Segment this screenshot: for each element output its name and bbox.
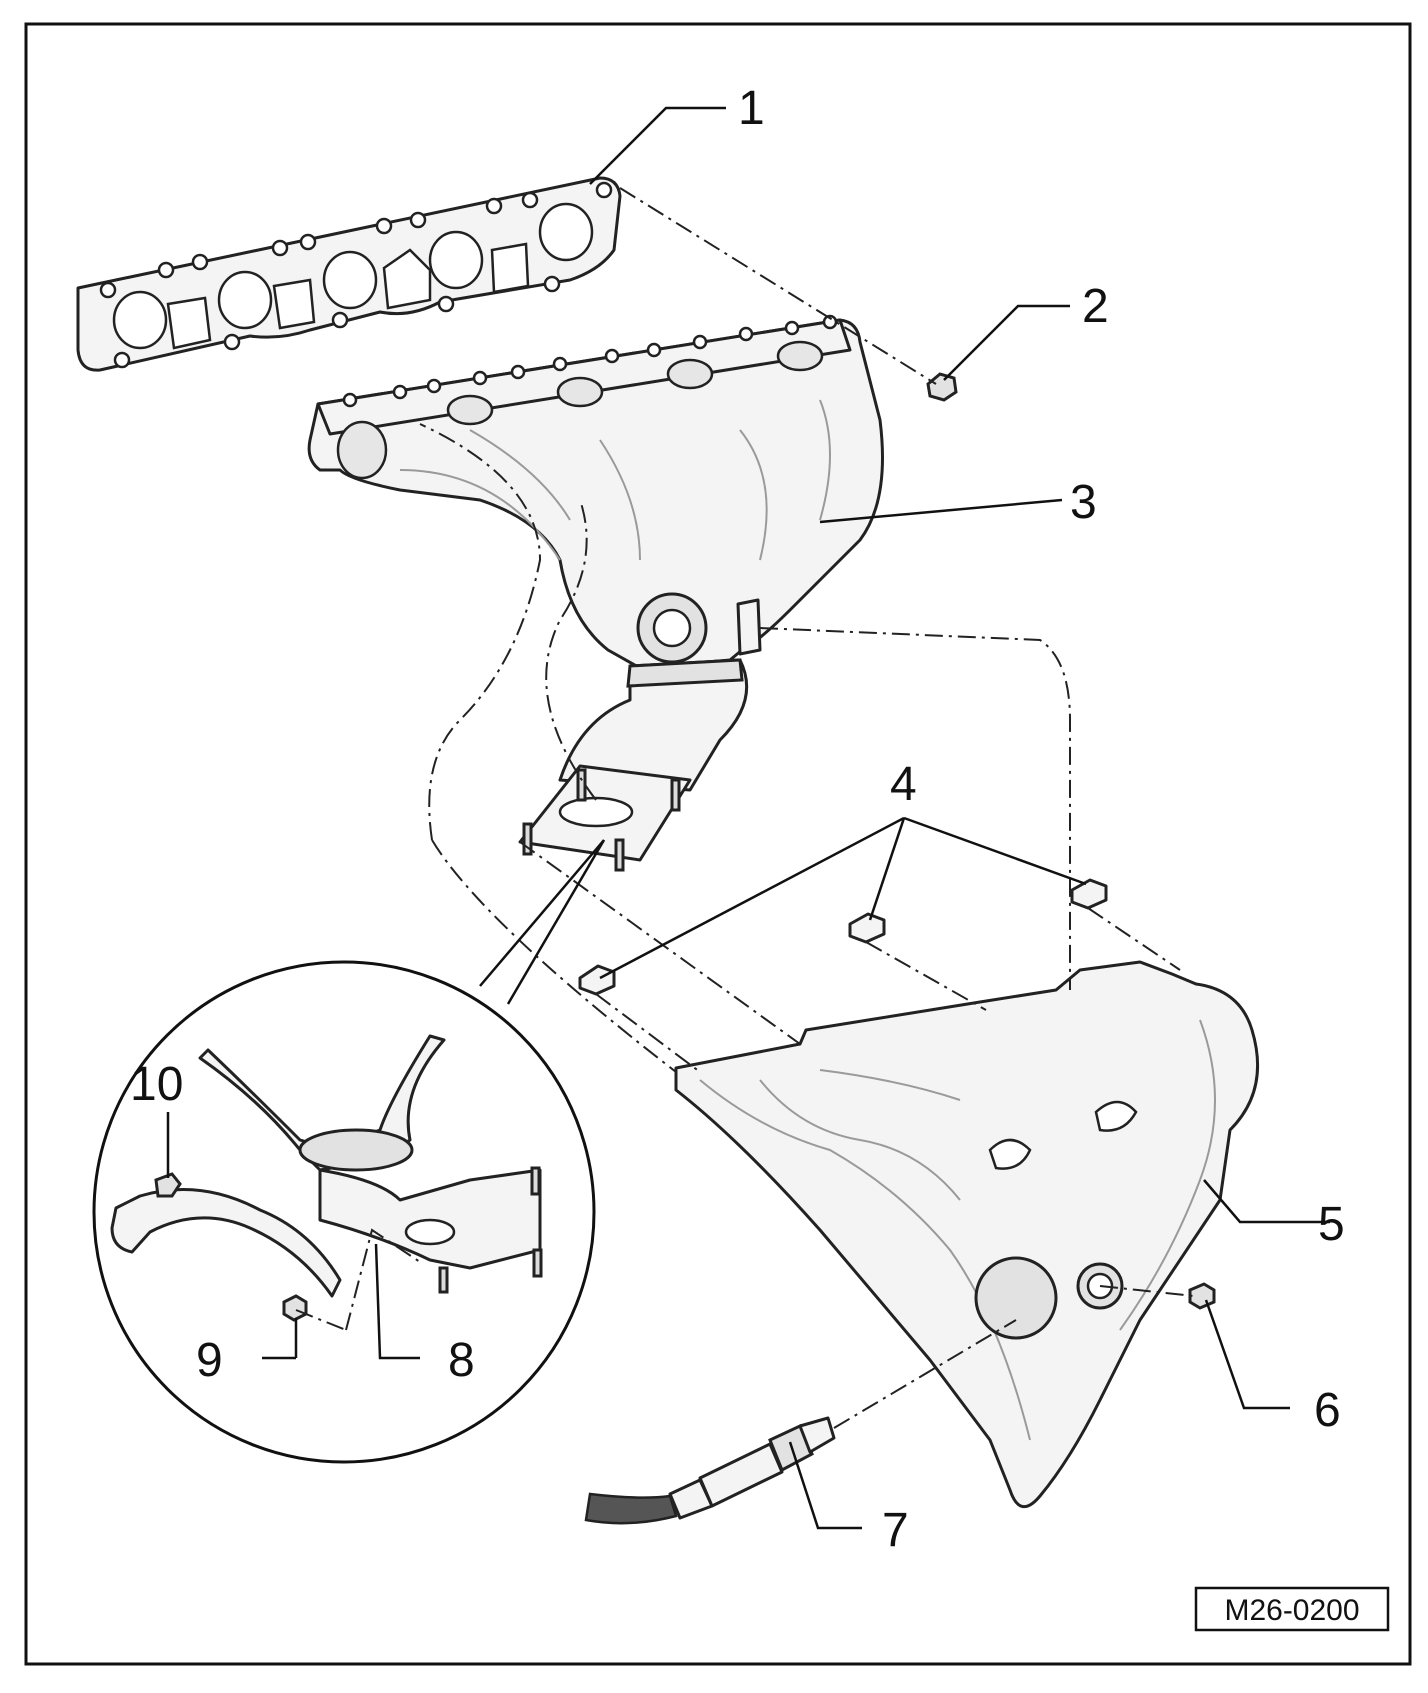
callout-6: 6 <box>1314 1384 1341 1437</box>
callout-3: 3 <box>1070 476 1097 529</box>
callout-1: 1 <box>738 82 765 135</box>
callout-7: 7 <box>882 1504 909 1557</box>
bolt-part-6 <box>1188 1282 1216 1310</box>
assembly-lines <box>295 187 1195 1429</box>
callout-5: 5 <box>1318 1198 1345 1251</box>
gasket-part <box>76 176 622 372</box>
heat-shield-part <box>674 960 1260 1508</box>
exhaust-manifold-part <box>307 314 884 872</box>
callout-2: 2 <box>1082 280 1109 333</box>
detail-connector-lines <box>479 839 606 1005</box>
nut-part-2 <box>926 372 958 402</box>
callout-8: 8 <box>448 1334 475 1387</box>
reference-code-box: M26-0200 <box>1194 1586 1390 1632</box>
detail-inset-circle <box>92 960 596 1464</box>
leader-lines <box>166 106 1330 1530</box>
reference-code: M26-0200 <box>1224 1594 1359 1627</box>
callout-10: 10 <box>130 1058 183 1111</box>
callout-4: 4 <box>890 758 917 811</box>
callout-labels: 1 2 3 4 5 6 7 8 9 10 <box>130 82 1345 1557</box>
clip-parts-4 <box>578 878 1108 996</box>
oxygen-sensor-part <box>584 1416 836 1525</box>
callout-9: 9 <box>196 1334 223 1387</box>
